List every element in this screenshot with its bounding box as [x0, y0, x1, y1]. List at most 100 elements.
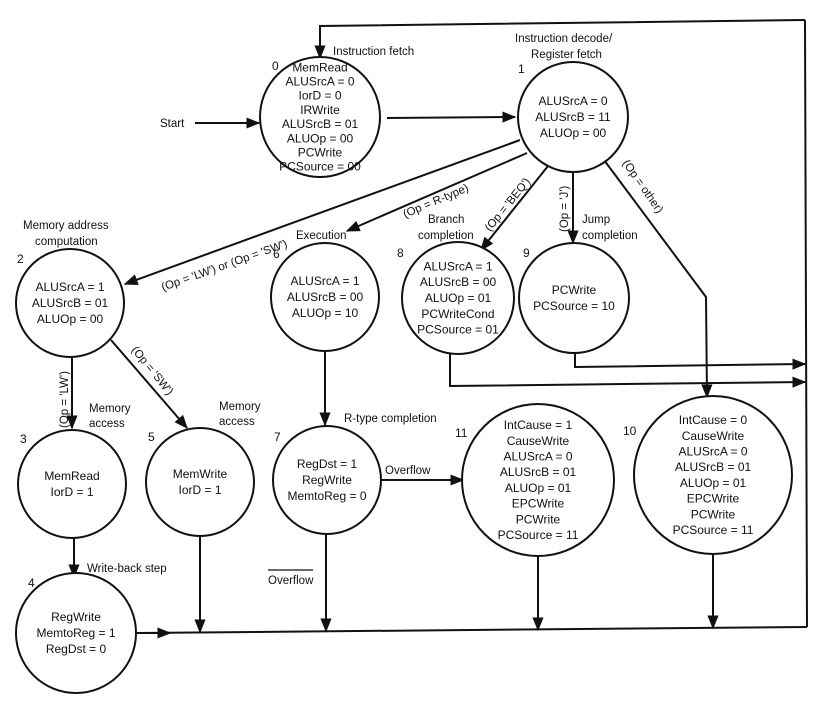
transition-label-2-5: (Op = 'SW') — [129, 344, 176, 398]
state-2-circle — [15, 248, 125, 358]
transitions — [66, 19, 808, 639]
state-2-number: 2 — [17, 252, 24, 266]
state-signal: PCSource = 00 — [279, 160, 361, 174]
state-0-circle — [259, 56, 381, 178]
state-9-title: Jump — [582, 214, 610, 226]
state-signal: MemRead — [292, 60, 347, 74]
state-signal: MemWrite — [173, 467, 228, 481]
state-signal: PCWrite — [552, 283, 597, 297]
state-signal: ALUOp = 01 — [680, 476, 747, 490]
state-signal: ALUSrcB = 01 — [675, 460, 752, 474]
state-signal: ALUOp = 01 — [505, 481, 572, 495]
state-signal: IRWrite — [300, 103, 340, 117]
state-2-title-2: computation — [35, 236, 98, 248]
transition-label-1-2: (Op = 'LW') or (Op = 'SW') — [160, 238, 289, 294]
state-8-number: 8 — [397, 246, 404, 260]
state-signal: ALUSrcB = 00 — [287, 290, 364, 304]
state-signal: PCSource = 10 — [533, 299, 615, 313]
state-signal: PCSource = 11 — [673, 523, 754, 537]
transition-2-5 — [110, 339, 188, 430]
state-signal: ALUSrcB = 01 — [500, 465, 577, 479]
state-0-title: Instruction fetch — [333, 46, 414, 58]
transition-label-7-return: Overflow — [268, 575, 314, 587]
state-signal: RegWrite — [51, 610, 101, 624]
state-signal: RegWrite — [302, 473, 352, 487]
state-signal: ALUSrcB = 11 — [535, 110, 611, 124]
state-signal: MemtoReg = 0 — [287, 489, 366, 503]
state-signal: CauseWrite — [507, 434, 570, 448]
transition-label-7-11: Overflow — [385, 465, 431, 477]
transition-1-8 — [480, 165, 549, 252]
state-signal: ALUOp = 01 — [425, 291, 492, 305]
state-5-number: 5 — [148, 430, 155, 444]
state-9-circle — [518, 242, 630, 354]
state-signal: ALUOp = 10 — [292, 306, 359, 320]
return-bus-top — [314, 19, 806, 60]
state-signal: EPCWrite — [512, 497, 565, 511]
state-11-circle — [461, 403, 615, 557]
state-3-title-2: access — [89, 418, 125, 430]
transition-0-1 — [386, 111, 517, 123]
state-1-title: Instruction decode/ — [515, 33, 613, 45]
state-signal: ALUSrcA = 1 — [423, 259, 492, 273]
state-1-number: 1 — [518, 62, 525, 76]
state-11-number: 11 — [455, 426, 468, 440]
transition-label-1-8: (Op = 'BEQ') — [483, 176, 533, 234]
transition-8-return — [449, 352, 807, 388]
transition-1-6 — [345, 152, 528, 232]
state-5-title-2: access — [219, 416, 255, 428]
state-8-title-2: completion — [418, 230, 474, 242]
state-signal: MemtoReg = 1 — [36, 626, 115, 640]
state-6-number: 6 — [273, 247, 280, 261]
state-5-circle — [145, 427, 255, 537]
state-3-title: Memory — [89, 403, 131, 415]
return-bus-right — [804, 19, 808, 628]
state-signal: ALUSrcA = 0 — [538, 94, 607, 108]
state-signal: RegDst = 0 — [46, 642, 107, 656]
state-9-number: 9 — [523, 246, 530, 260]
state-signal: ALUSrcB = 00 — [420, 275, 497, 289]
state-signal: PCWrite — [691, 507, 736, 521]
state-signal: IntCause = 1 — [504, 418, 573, 432]
state-signal: RegDst = 1 — [297, 457, 358, 471]
state-signal: ALUSrcA = 0 — [678, 444, 747, 458]
state-7-circle — [272, 425, 382, 535]
state-0-number: 0 — [272, 59, 279, 73]
state-10-circle — [633, 395, 793, 555]
state-signal: ALUSrcA = 0 — [285, 75, 354, 89]
state-signal: IorD = 1 — [50, 485, 93, 499]
state-6-circle — [270, 242, 380, 352]
transition-label-2-3: (Op = 'LW') — [59, 371, 71, 428]
transition-1-2 — [123, 139, 521, 285]
state-signal: ALUSrcB = 01 — [32, 296, 109, 310]
transition-label-1-9: (Op = 'J') — [559, 186, 571, 232]
state-signal: IorD = 1 — [178, 483, 221, 497]
state-signal: IntCause = 0 — [679, 413, 748, 427]
state-signal: PCSource = 01 — [417, 323, 499, 337]
state-8-title: Branch — [428, 214, 464, 226]
state-6-title: Execution — [296, 230, 347, 242]
transition-1-10 — [603, 159, 713, 399]
state-5-title: Memory — [219, 401, 261, 413]
state-signal: ALUOp = 00 — [37, 312, 104, 326]
state-8-circle — [401, 241, 515, 355]
state-signal: PCWriteCond — [421, 307, 494, 321]
state-7-title: R-type completion — [344, 413, 437, 425]
state-7-number: 7 — [274, 430, 281, 444]
state-4-number: 4 — [28, 576, 35, 590]
state-10-number: 10 — [623, 424, 637, 438]
state-signal: ALUOp = 00 — [540, 126, 607, 140]
state-signal: ALUOp = 00 — [287, 131, 354, 145]
